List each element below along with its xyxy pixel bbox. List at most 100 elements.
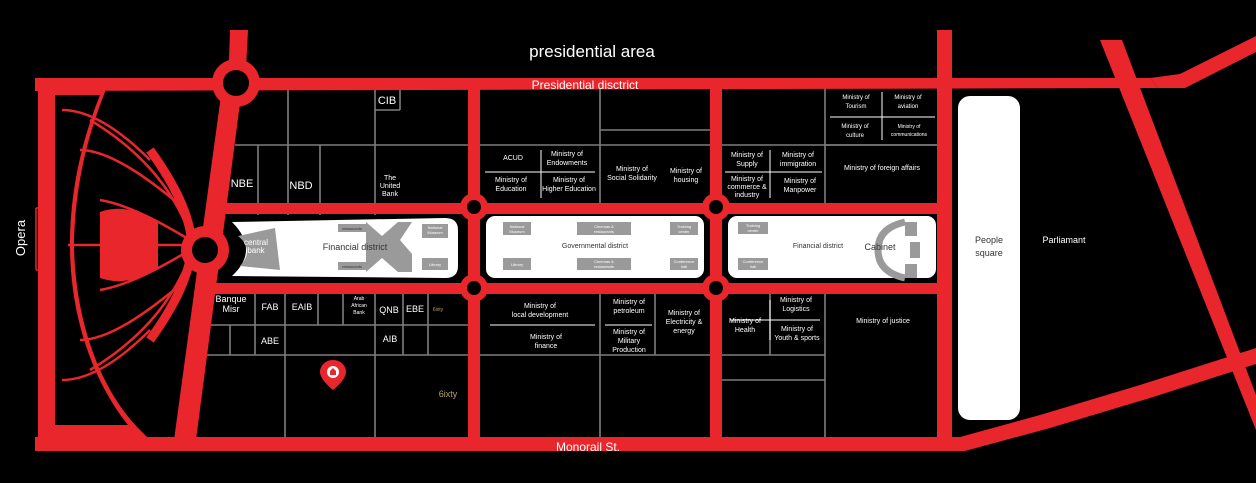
aib-label: AIB	[383, 334, 398, 344]
manpower-line2: Manpower	[784, 187, 817, 194]
commerce-line1: Ministry of	[731, 176, 763, 183]
military-production-line3: Production	[612, 347, 646, 354]
finance-line1: Ministry of	[530, 334, 562, 341]
aviation-line1: Ministry of	[894, 95, 922, 101]
endowments-line1: Ministry of	[551, 151, 583, 158]
gov-cinemas-bottom-line2: restaurants	[594, 264, 614, 269]
united-bank-line1: The	[384, 175, 396, 182]
people-square-line2: square	[975, 248, 1003, 258]
communications-line1: Ministry of	[898, 124, 921, 130]
electricity-line2: Electricity &	[666, 319, 703, 326]
tourism-line2: Tourism	[845, 104, 866, 110]
cabinet-label: Cabinet	[864, 242, 896, 252]
banque-misr-line1: Banque	[215, 294, 246, 304]
nbd-label: NBD	[289, 180, 312, 192]
tourism-line1: Ministry of	[842, 95, 870, 101]
immigration-line2: immigration	[780, 161, 816, 168]
governmental-district-label: Governmental district	[562, 243, 628, 250]
education-line1: Ministry of	[495, 177, 527, 184]
commerce-line2: commerce &	[727, 184, 767, 191]
gov-cinemas-top-line2: restaurants	[594, 229, 614, 234]
national-museum-line1: National	[428, 225, 443, 230]
higher-education-line1: Ministry of	[553, 177, 585, 184]
housing-line2: housing	[674, 177, 699, 184]
acud-label: ACUD	[503, 155, 523, 162]
local-development-line1: Ministry of	[524, 303, 556, 310]
opera-label: Opera	[13, 219, 28, 256]
supply-line1: Ministry of	[731, 152, 763, 159]
gov-training-line2: center	[678, 229, 690, 234]
culture-line2: culture	[846, 133, 865, 139]
gov-conference-line1: Conference	[674, 259, 695, 264]
education-line2: Education	[495, 186, 526, 193]
top-area-label: presidential area	[529, 42, 655, 61]
gov-museum-line1: National	[510, 224, 525, 229]
banque-misr-line2: Misr	[223, 304, 240, 314]
east-conference-line2: hall	[750, 264, 756, 269]
east-blocks	[738, 218, 920, 282]
ebe-label: EBE	[406, 304, 424, 314]
qnb-label: QNB	[379, 305, 399, 315]
local-development-line2: local development	[512, 312, 568, 319]
youth-sports-line1: Ministry of	[781, 326, 813, 333]
eaib-label: EAIB	[292, 302, 313, 312]
red-roads	[35, 30, 1256, 451]
opera-park	[38, 80, 197, 438]
military-production-line1: Ministry of	[613, 329, 645, 336]
manpower-line1: Ministry of	[784, 178, 816, 185]
ministry-dividers	[485, 92, 935, 340]
arab-african-line3: Bank	[353, 310, 365, 316]
central-bank-line1: central	[244, 238, 268, 247]
sixty-large-label: 6ixty	[439, 389, 458, 399]
youth-sports-line2: Youth & sports	[774, 335, 820, 342]
arab-african-line1: Arab	[354, 296, 365, 302]
commerce-line3: industry	[735, 192, 760, 199]
health-line2: Health	[735, 327, 755, 334]
south-road-label: Monorail St.	[556, 440, 620, 454]
health-line1: Ministry of	[729, 318, 761, 325]
arab-african-line2: African	[351, 303, 367, 309]
opera-bracket	[35, 207, 40, 271]
sixty-small-label: 6ixty	[433, 307, 444, 313]
central-bank-line2: bank	[247, 246, 265, 255]
financial-west-blocks	[238, 222, 448, 272]
culture-line1: Ministry of	[841, 124, 869, 130]
justice-label: Ministry of justice	[856, 318, 910, 325]
financial-district-east-label: Financial district	[793, 243, 843, 250]
restaurants-bottom: restaurants	[342, 264, 362, 269]
petroleum-line1: Ministry of	[613, 299, 645, 306]
fab-label: FAB	[261, 302, 278, 312]
electricity-line1: Ministry of	[668, 310, 700, 317]
national-museum-line2: Museum	[427, 230, 443, 235]
east-training-line2: center	[747, 228, 759, 233]
logistics-line1: Ministry of	[780, 297, 812, 304]
people-square-line1: People	[975, 235, 1003, 245]
east-conference-line1: Conference	[743, 259, 764, 264]
immigration-line1: Ministry of	[782, 152, 814, 159]
gov-training-line1: Training	[677, 224, 691, 229]
housing-line1: Ministry of	[670, 168, 702, 175]
supply-line2: Supply	[736, 161, 758, 168]
social-solidarity-line2: Social Solidarity	[607, 175, 657, 182]
electricity-line3: energy	[673, 328, 695, 335]
gov-library: Library	[511, 262, 523, 267]
united-bank-line2: United	[380, 183, 400, 190]
gov-museum-line2: Museum	[509, 229, 525, 234]
location-pin-icon[interactable]	[320, 360, 346, 390]
communications-line2: communications	[891, 132, 928, 138]
library-west: Library	[429, 262, 441, 267]
street-grid	[205, 88, 940, 440]
north-road-label: Presidential disctrict	[532, 78, 639, 92]
gov-blocks	[503, 222, 698, 270]
financial-district-west-label: Financial district	[323, 242, 388, 252]
higher-education-line2: Higher Education	[542, 186, 596, 193]
gov-cinemas-top-line1: Cinemas &	[594, 224, 614, 229]
cib-label: CIB	[378, 95, 396, 107]
united-bank-line3: Bank	[382, 191, 398, 198]
gov-cinemas-bottom-line1: Cinemas &	[594, 259, 614, 264]
nbe-label: NBE	[231, 178, 254, 190]
military-production-line2: Military	[618, 338, 641, 345]
logistics-line2: Logistics	[782, 306, 810, 313]
finance-line2: finance	[535, 343, 558, 350]
